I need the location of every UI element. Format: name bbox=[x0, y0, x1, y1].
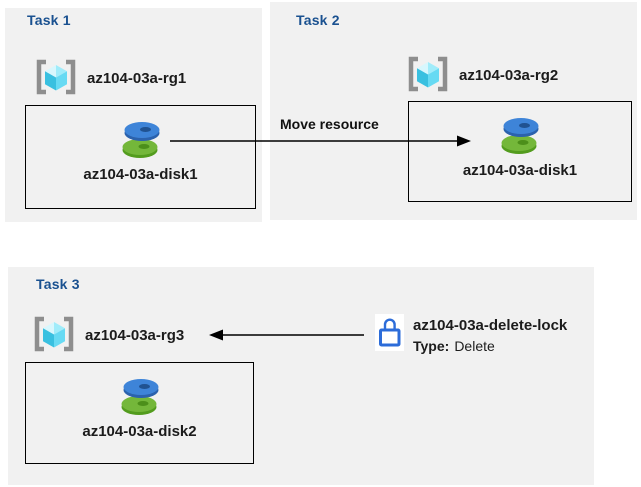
task2-resource-group: az104-03a-rg2 bbox=[406, 55, 558, 95]
task1-disk-box: az104-03a-disk1 bbox=[25, 105, 256, 209]
task2-panel: Task 2 az104-03a-rg2 az104-03a-disk bbox=[270, 2, 637, 220]
task2-title: Task 2 bbox=[296, 12, 340, 28]
resource-group-icon bbox=[36, 59, 76, 95]
delete-lock-type: Type:Delete bbox=[413, 336, 567, 356]
task3-panel: Task 3 az104-03a-rg3 az104-03a-delete-lo… bbox=[8, 267, 594, 485]
delete-lock-text: az104-03a-delete-lock Type:Delete bbox=[413, 316, 567, 356]
task3-rg-label: az104-03a-rg3 bbox=[85, 326, 185, 344]
task3-disk-box: az104-03a-disk2 bbox=[25, 362, 254, 464]
task3-title: Task 3 bbox=[36, 276, 80, 292]
task1-disk-label: az104-03a-disk1 bbox=[83, 166, 198, 183]
task3-resource-group: az104-03a-rg3 bbox=[32, 315, 184, 355]
task1-title: Task 1 bbox=[27, 12, 71, 28]
lock-icon bbox=[379, 318, 401, 347]
task1-rg-label: az104-03a-rg1 bbox=[87, 69, 187, 87]
disk-icon bbox=[121, 379, 158, 415]
task2-disk-label: az104-03a-disk1 bbox=[462, 162, 578, 179]
disk-icon bbox=[122, 122, 159, 158]
task1-panel: Task 1 az104-03a-rg1 az104-03a-disk bbox=[5, 8, 262, 222]
task1-resource-group: az104-03a-rg1 bbox=[34, 58, 186, 98]
move-resource-label: Move resource bbox=[280, 116, 379, 132]
task2-rg-label: az104-03a-rg2 bbox=[459, 66, 559, 84]
disk-icon bbox=[501, 118, 539, 154]
lock-type-value: Delete bbox=[454, 338, 495, 354]
delete-lock-name: az104-03a-delete-lock bbox=[413, 317, 568, 334]
lock-type-label: Type: bbox=[413, 338, 450, 354]
resource-group-icon bbox=[408, 56, 448, 92]
resource-group-icon bbox=[34, 316, 74, 352]
delete-lock-chip bbox=[375, 314, 404, 351]
task3-disk-label: az104-03a-disk2 bbox=[82, 423, 197, 440]
task2-disk-box: az104-03a-disk1 bbox=[408, 101, 632, 202]
